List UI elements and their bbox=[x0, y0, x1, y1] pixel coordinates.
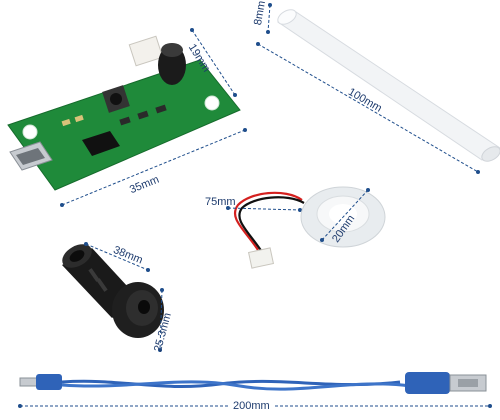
micro-usb-housing-icon bbox=[36, 374, 62, 390]
usb-a-housing-icon bbox=[405, 372, 450, 394]
nozzle-length-dimension bbox=[84, 242, 150, 272]
ic-chip-icon bbox=[82, 131, 120, 156]
cotton-stick bbox=[277, 9, 500, 162]
pcb-width-dimension bbox=[60, 128, 247, 207]
wire-length-label: 75mm bbox=[205, 196, 236, 208]
pcb-board bbox=[7, 35, 241, 191]
wire-connector-icon bbox=[247, 247, 275, 269]
nozzle bbox=[62, 244, 164, 338]
disc-diameter-dimension bbox=[320, 188, 370, 242]
wire-length-dimension bbox=[226, 206, 302, 212]
connector-icon bbox=[128, 35, 164, 67]
mount-hole-icon bbox=[204, 95, 220, 111]
stick-diameter-dimension bbox=[266, 3, 272, 34]
pcb-height-dimension bbox=[190, 28, 237, 97]
usb-cable bbox=[19, 372, 487, 394]
nozzle-diameter-dimension bbox=[158, 288, 164, 352]
cable-length-label: 200mm bbox=[230, 400, 273, 412]
stick-length-dimension bbox=[256, 42, 480, 174]
mount-hole-icon bbox=[22, 124, 38, 140]
micro-usb-plug-icon bbox=[19, 377, 39, 387]
wire-harness bbox=[233, 191, 305, 269]
